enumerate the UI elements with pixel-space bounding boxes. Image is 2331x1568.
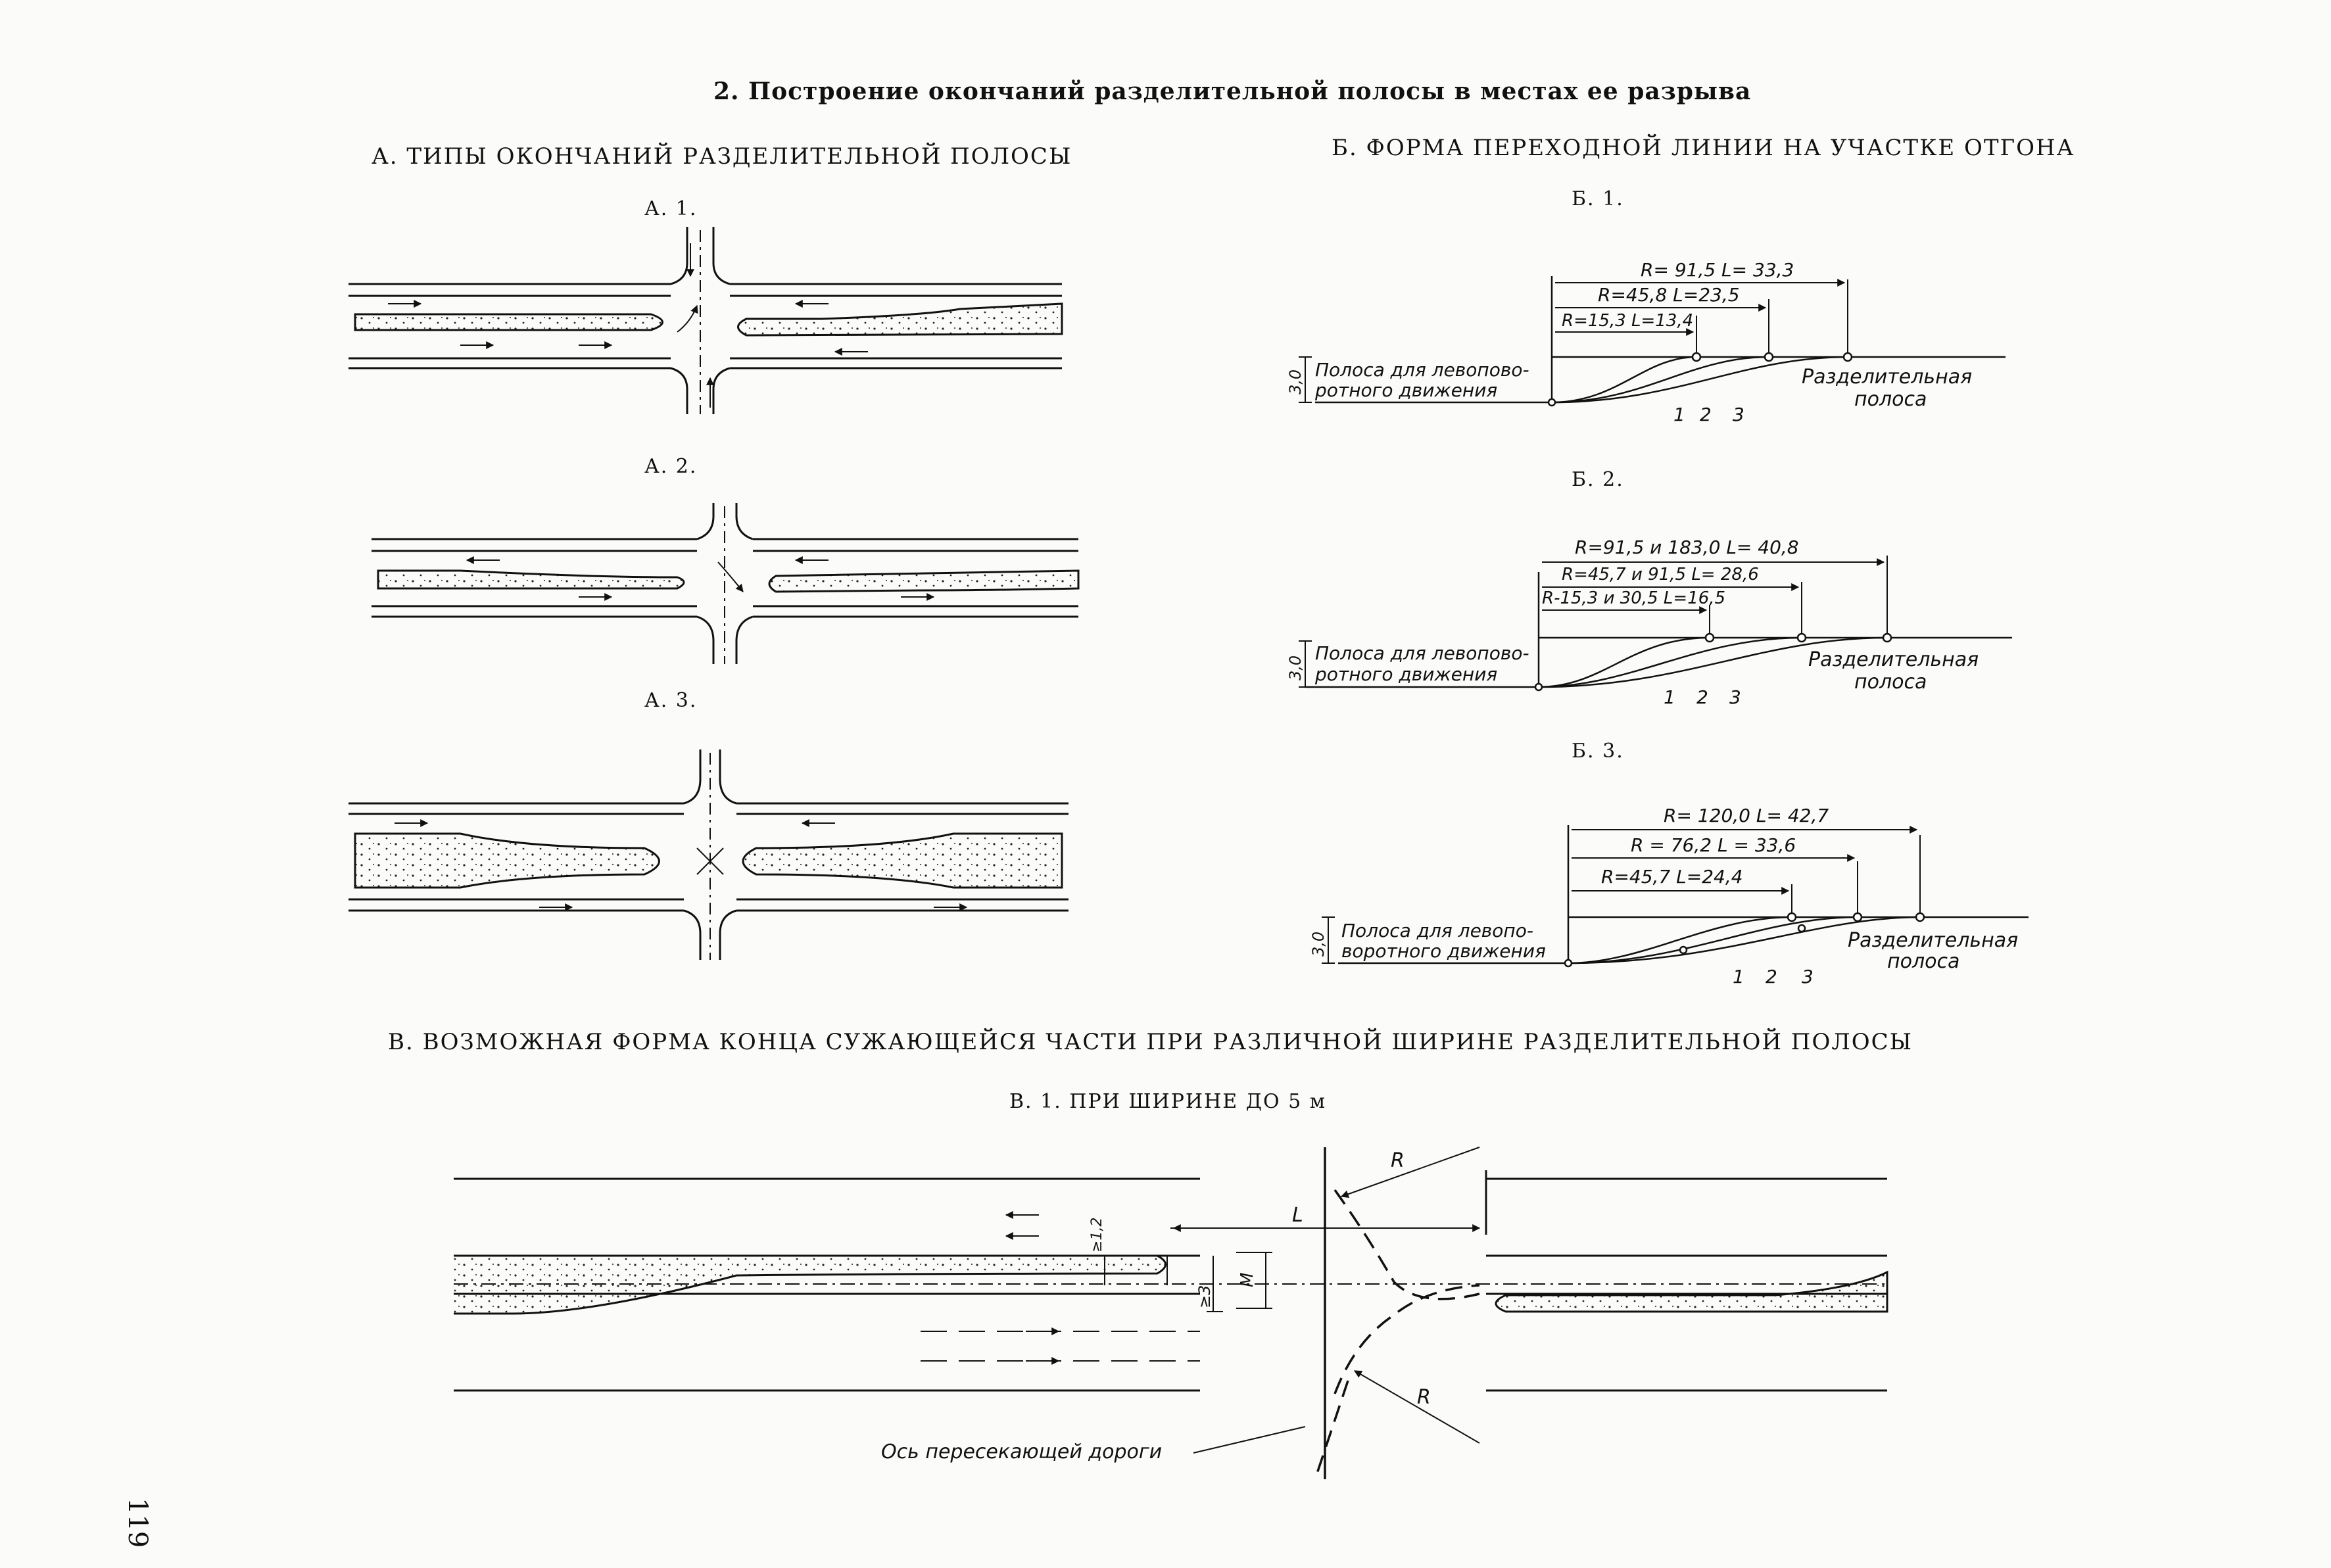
b1-curve-2: 2 <box>1700 404 1712 425</box>
b1-divider-label-2: полоса <box>1854 388 1927 411</box>
b3-lane-label-2: воротного движения <box>1341 940 1546 962</box>
figure-b2-labels: R=91,5 и 183,0 L= 40,8 R=45,7 и 91,5 L= … <box>1286 536 1979 708</box>
b3-divider-label-1: Разделительная <box>1848 929 2018 952</box>
figure-b2 <box>1299 556 2012 692</box>
b1-lane-label-2: ротного движения <box>1314 379 1497 401</box>
subfig-a2-label: А. 2. <box>644 455 698 478</box>
figure-a1 <box>348 227 1063 414</box>
b2-curve-3: 3 <box>1729 686 1741 708</box>
b2-dim-low: R-15,3 и 30,5 L=16,5 <box>1542 588 1725 608</box>
b3-dim-top: R= 120,0 L= 42,7 <box>1664 805 1829 826</box>
b1-dim-top: R= 91,5 L= 33,3 <box>1641 259 1794 281</box>
figure-b1 <box>1299 276 2006 407</box>
b1-width-3: 3,0 <box>1286 369 1305 394</box>
section-c-heading: В. ВОЗМОЖНАЯ ФОРМА КОНЦА СУЖАЮЩЕЙСЯ ЧАСТ… <box>388 1029 1913 1055</box>
c1-label-3: ≥3 <box>1195 1285 1214 1308</box>
section-b-heading: Б. ФОРМА ПЕРЕХОДНОЙ ЛИНИИ НА УЧАСТКЕ ОТГ… <box>1332 135 2075 161</box>
b3-width-3: 3,0 <box>1309 932 1328 957</box>
b3-lane-label-1: Полоса для левопо- <box>1341 920 1533 941</box>
b2-dim-mid: R=45,7 и 91,5 L= 28,6 <box>1562 565 1759 584</box>
subfig-b1-label: Б. 1. <box>1572 187 1624 210</box>
figure-b3-labels: R= 120,0 L= 42,7 R = 76,2 L = 33,6 R=45,… <box>1309 805 2018 987</box>
b1-dim-low: R=15,3 L=13,4 <box>1562 311 1693 331</box>
subfig-a3-label: А. 3. <box>644 689 698 712</box>
b2-curve-1: 1 <box>1664 686 1675 708</box>
subfig-b3-label: Б. 3. <box>1572 740 1624 763</box>
figure-b3 <box>1322 825 2029 968</box>
subfig-a1-label: А. 1. <box>644 197 698 220</box>
c1-label-12: ≥1,2 <box>1089 1218 1105 1252</box>
figure-a3 <box>348 749 1069 960</box>
b3-dim-mid: R = 76,2 L = 33,6 <box>1631 834 1796 856</box>
c1-label-l: L <box>1292 1204 1303 1227</box>
b2-lane-label-1: Полоса для левопово- <box>1315 642 1529 664</box>
b3-curve-2: 2 <box>1766 966 1777 987</box>
b1-curve-3: 3 <box>1733 404 1744 425</box>
figure-c1 <box>454 1147 1888 1480</box>
b1-lane-label-1: Полоса для левопово- <box>1315 359 1529 381</box>
b1-divider-label-1: Разделительная <box>1802 366 1972 389</box>
subfig-b2-label: Б. 2. <box>1572 468 1624 491</box>
b1-curve-1: 1 <box>1673 404 1685 425</box>
b3-curve-1: 1 <box>1733 966 1744 987</box>
figure-b1-labels: R= 91,5 L= 33,3 R=45,8 L=23,5 R=15,3 L=1… <box>1286 259 1972 425</box>
figure-a2 <box>372 503 1080 664</box>
figure-c1-labels: R R L M ≥1,2 ≥3 Ось пересекающей дороги <box>881 1149 1431 1463</box>
subfig-c1-label: В. 1. ПРИ ШИРИНЕ ДО 5 м <box>1009 1090 1327 1113</box>
b3-divider-label-2: полоса <box>1887 950 1959 973</box>
b1-dim-mid: R=45,8 L=23,5 <box>1598 284 1740 306</box>
c1-label-m: M <box>1238 1273 1257 1287</box>
section-a-heading: А. ТИПЫ ОКОНЧАНИЙ РАЗДЕЛИТЕЛЬНОЙ ПОЛОСЫ <box>372 143 1072 170</box>
b2-curve-2: 2 <box>1696 686 1708 708</box>
b3-curve-3: 3 <box>1802 966 1814 987</box>
b2-lane-label-2: ротного движения <box>1314 663 1497 685</box>
b2-width-3: 3,0 <box>1286 655 1305 680</box>
page-title: 2. Построение окончаний разделительной п… <box>713 78 1752 105</box>
c1-axis-label: Ось пересекающей дороги <box>881 1440 1162 1463</box>
c1-label-r2: R <box>1417 1386 1431 1409</box>
b2-dim-top: R=91,5 и 183,0 L= 40,8 <box>1575 536 1799 558</box>
b2-divider-label-2: полоса <box>1854 671 1927 694</box>
b2-divider-label-1: Разделительная <box>1808 648 1979 671</box>
b3-dim-low: R=45,7 L=24,4 <box>1601 866 1743 888</box>
c1-label-r: R <box>1391 1149 1405 1172</box>
